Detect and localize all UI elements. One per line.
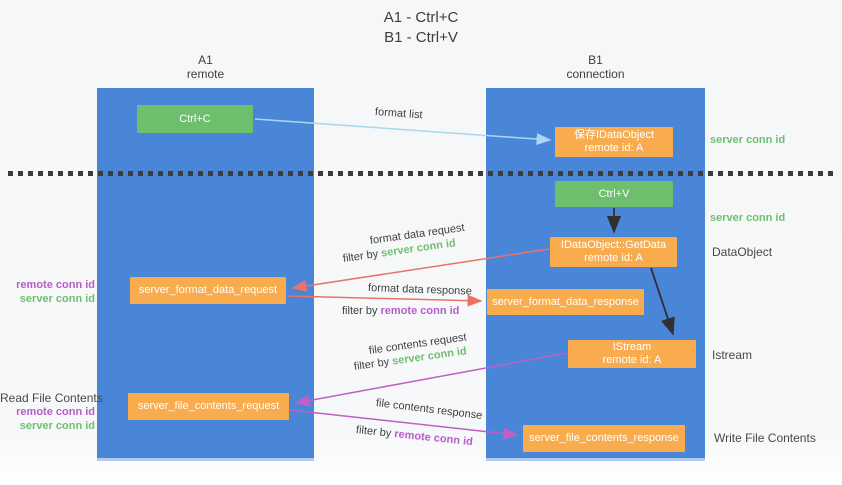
- right-label-server-conn-id-2: server conn id: [710, 212, 786, 224]
- diagram-title: A1 - Ctrl+C B1 - Ctrl+V: [0, 8, 842, 48]
- left-label-conn-ids-format: remote conn id server conn id: [0, 278, 95, 306]
- right-label-dataobject: DataObject: [712, 245, 773, 259]
- left-read-file-contents: Read File Contents: [0, 391, 103, 405]
- save-idataobject-line1: 保存IDataObject: [573, 129, 655, 141]
- label-filter-by-remote-conn-id-2: filter by remote conn id: [355, 424, 473, 448]
- ctrl-v-label: Ctrl+V: [598, 187, 630, 200]
- filter-by-text: filter by: [353, 356, 390, 373]
- left-label-read-file-contents-group: Read File Contents remote conn id server…: [0, 391, 103, 433]
- remote-conn-id-text: remote conn id: [380, 305, 460, 317]
- column-a1-role: remote: [186, 67, 225, 81]
- column-a1-id: A1: [198, 53, 213, 67]
- filter-by-text: filter by: [342, 305, 378, 317]
- server-format-data-request-label: server_format_data_request: [138, 284, 278, 296]
- message-box-getdata: IDataObject::GetData remote id: A: [550, 237, 677, 267]
- ctrl-c-label: Ctrl+C: [179, 112, 211, 125]
- action-box-ctrl-c: Ctrl+C: [137, 105, 253, 133]
- action-box-ctrl-v: Ctrl+V: [555, 181, 673, 207]
- left-remote-conn-id-1: remote conn id: [16, 279, 95, 291]
- remote-conn-id-text: remote conn id: [393, 428, 474, 449]
- right-label-istream: Istream: [712, 348, 753, 362]
- phase-separator-dotted-line: [8, 171, 836, 176]
- server-file-contents-response-label: server_file_contents_response: [529, 432, 679, 444]
- right-label-write-file-contents: Write File Contents: [714, 431, 816, 445]
- message-box-istream: IStream remote id: A: [568, 340, 696, 368]
- message-box-save-idataobject: 保存IDataObject remote id: A: [555, 127, 673, 157]
- column-header-b1: B1 connection: [486, 53, 705, 81]
- right-label-server-conn-id-1: server conn id: [710, 134, 786, 146]
- message-box-server-format-data-response: server_format_data_response: [487, 289, 644, 315]
- server-file-contents-request-label: server_file_contents_request: [137, 400, 280, 412]
- label-format-list: format list: [374, 106, 423, 122]
- message-box-server-file-contents-request: server_file_contents_request: [128, 393, 289, 420]
- istream-line1: IStream: [612, 341, 652, 353]
- column-b1-id: B1: [588, 53, 603, 67]
- left-server-conn-id-2: server conn id: [19, 420, 95, 432]
- getdata-line1: IDataObject::GetData: [560, 239, 667, 251]
- title-line-b1: B1 - Ctrl+V: [384, 29, 458, 46]
- message-box-server-format-data-request: server_format_data_request: [130, 277, 286, 304]
- left-remote-conn-id-2: remote conn id: [16, 406, 95, 418]
- column-header-a1: A1 remote: [97, 53, 314, 81]
- label-file-contents-response: file contents response: [375, 397, 483, 422]
- label-filter-by-remote-conn-id-1: filter by remote conn id: [342, 305, 459, 317]
- getdata-line2: remote id: A: [584, 252, 643, 264]
- title-line-a1: A1 - Ctrl+C: [383, 9, 459, 26]
- istream-line2: remote id: A: [602, 354, 662, 366]
- left-server-conn-id-1: server conn id: [19, 293, 95, 305]
- label-format-data-response: format data response: [367, 282, 473, 298]
- column-b1-role: connection: [566, 67, 625, 81]
- message-box-server-file-contents-response: server_file_contents_response: [523, 425, 685, 452]
- server-format-data-response-label: server_format_data_response: [492, 295, 639, 308]
- filter-by-text: filter by: [355, 424, 392, 440]
- filter-by-text: filter by: [342, 248, 379, 265]
- save-idataobject-line2: remote id: A: [584, 142, 644, 154]
